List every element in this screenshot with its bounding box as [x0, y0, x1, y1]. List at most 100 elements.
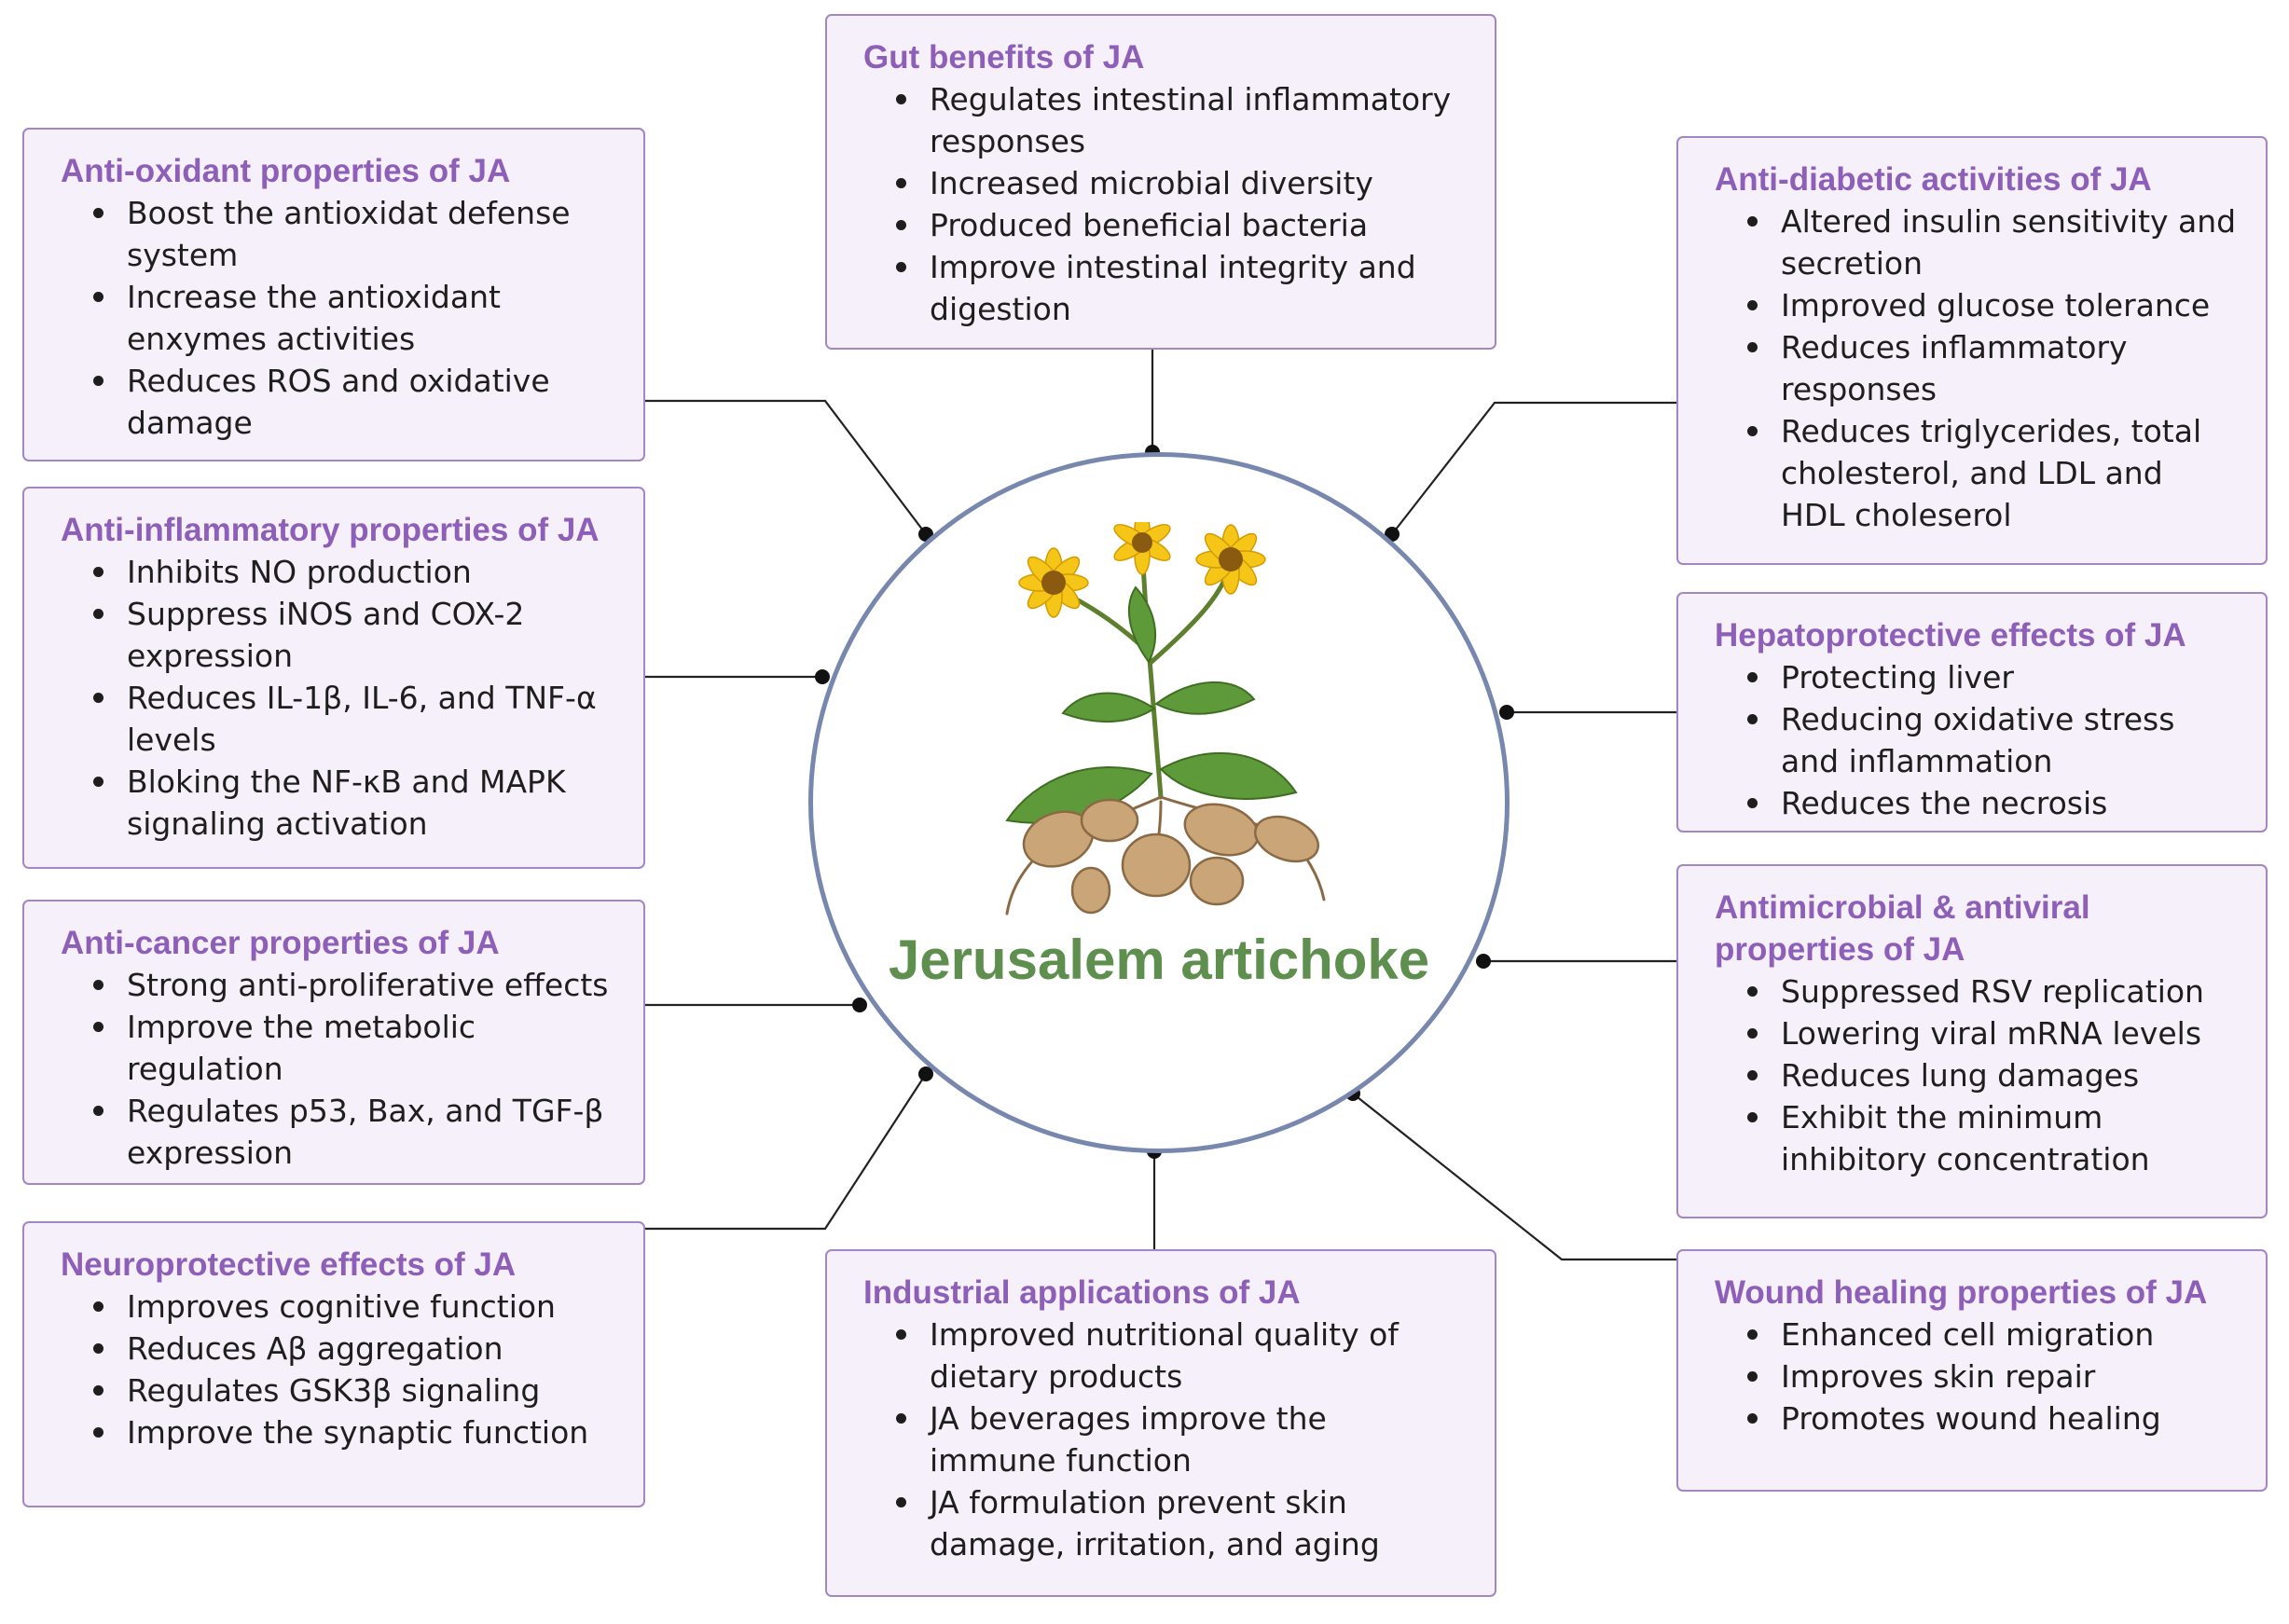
- bullet-item: Enhanced cell migration: [1747, 1314, 2247, 1356]
- connector-dot: [815, 669, 830, 684]
- bullet-line: Improved nutritional quality of: [930, 1316, 1399, 1353]
- connector-dot: [1476, 954, 1491, 969]
- connector-dot: [918, 1067, 933, 1081]
- bullet-line: digestion: [930, 291, 1071, 327]
- neuroprotective-box: Neuroprotective effects of JA Improves co…: [22, 1221, 645, 1507]
- bullet-line: Regulates intestinal inflammatory: [930, 81, 1452, 117]
- bullet-line: Improved glucose tolerance: [1781, 287, 2211, 323]
- bullet-item: Protecting liver: [1747, 656, 2247, 698]
- box-title: Wound healing properties of JA: [1715, 1274, 2208, 1311]
- connector-neuro: [645, 1073, 927, 1231]
- center-label: Jerusalem artichoke: [888, 929, 1430, 991]
- bullet-line: Improve the metabolic: [127, 1009, 476, 1045]
- connector-dot: [1499, 705, 1514, 720]
- bullet-line: signaling activation: [127, 805, 428, 842]
- bullet-line: responses: [1781, 371, 1937, 407]
- connector-antidiabetic: [1391, 401, 1676, 535]
- bullet-item: Exhibit the minimum inhibitory concentrat…: [1747, 1096, 2247, 1180]
- bullet-line: Reduces ROS and oxidative: [127, 363, 550, 399]
- bullet-item: JA beverages improve the immune function: [896, 1397, 1476, 1481]
- bullet-item: JA formulation prevent skin damage, irrit…: [896, 1481, 1476, 1565]
- bullet-line: Reduces the necrosis: [1781, 785, 2108, 821]
- bullet-line: regulation: [127, 1051, 283, 1087]
- bullet-line: Improves skin repair: [1781, 1358, 2096, 1395]
- bullet-line: Lowering viral mRNA levels: [1781, 1015, 2202, 1052]
- bullet-line: Reduces IL-1β, IL-6, and TNF-α: [127, 680, 597, 716]
- bullet-item: Lowering viral mRNA levels: [1747, 1012, 2247, 1054]
- bullet-item: Improved glucose tolerance: [1747, 284, 2247, 326]
- bullet-line: Improve intestinal integrity and: [930, 249, 1416, 285]
- bullet-line: and inflammation: [1781, 743, 2053, 779]
- sunflower-icon: [1113, 522, 1171, 575]
- bullet-line: Reduces triglycerides, total: [1781, 413, 2202, 449]
- bullet-line: Enhanced cell migration: [1781, 1316, 2155, 1353]
- bullet-line: Increase the antioxidant: [127, 279, 501, 315]
- bullet-item: Reduces the necrosis: [1747, 782, 2247, 824]
- bullet-line: damage, irritation, and aging: [930, 1526, 1380, 1562]
- bullet-line: enxymes activities: [127, 321, 416, 357]
- box-title: Anti-cancer properties of JA: [61, 925, 500, 961]
- bullet-item: Improved nutritional quality of dietary p…: [896, 1314, 1476, 1397]
- box-title: Neuroprotective effects of JA: [61, 1246, 517, 1283]
- bullet-line: damage: [127, 405, 253, 441]
- box-title: Industrial applications of JA: [863, 1274, 1301, 1311]
- bullet-item: Reduces ROS and oxidative damage: [93, 360, 625, 444]
- bullet-item: Improves cognitive function: [93, 1286, 625, 1328]
- bullet-line: secretion: [1781, 245, 1923, 282]
- bullet-line: Altered insulin sensitivity and: [1781, 203, 2237, 240]
- bullet-item: Improve the synaptic function: [93, 1411, 625, 1453]
- bullet-item: Increase the antioxidant enxymes activiti…: [93, 276, 625, 360]
- box-title: Anti-diabetic activities of JA: [1715, 161, 2152, 198]
- box-title: Anti-inflammatory properties of JA: [61, 512, 600, 548]
- bullet-line: dietary products: [930, 1358, 1183, 1395]
- bullet-item: Reduces Aβ aggregation: [93, 1328, 625, 1369]
- bullet-line: JA formulation prevent skin: [930, 1484, 1347, 1521]
- sunflower-icon: [1018, 547, 1089, 618]
- bullet-item: Strong anti-proliferative effects: [93, 964, 625, 1006]
- bullet-line: Exhibit the minimum: [1781, 1099, 2103, 1135]
- bullet-line: Bloking the NF-κB and MAPK: [127, 764, 566, 800]
- bullet-line: Reduces lung damages: [1781, 1057, 2140, 1094]
- tuber-icon: [1022, 798, 1319, 915]
- bullet-list: Altered insulin sensitivity and secretion…: [1715, 200, 2247, 536]
- jerusalem-artichoke-plant-illustration: [1005, 522, 1326, 915]
- bullet-line: Inhibits NO production: [127, 554, 472, 590]
- bullet-line: JA beverages improve the: [930, 1400, 1327, 1437]
- bullet-line: inhibitory concentration: [1781, 1141, 2150, 1177]
- bullet-line: Reduces Aβ aggregation: [127, 1330, 503, 1367]
- bullet-line: Produced beneficial bacteria: [930, 207, 1369, 243]
- bullet-line: HDL choleserol: [1781, 497, 2012, 533]
- bullet-line: Increased microbial diversity: [930, 165, 1373, 201]
- bullet-line: Strong anti-proliferative effects: [127, 967, 609, 1003]
- box-title: Gut benefits of JA: [863, 39, 1145, 76]
- bullet-line: expression: [127, 638, 294, 674]
- bullet-item: Improve intestinal integrity and digestio…: [896, 246, 1476, 330]
- bullet-line: Boost the antioxidat defense: [127, 195, 571, 231]
- bullet-item: Produced beneficial bacteria: [896, 204, 1476, 246]
- bullet-line: Improves cognitive function: [127, 1288, 556, 1325]
- bullet-item: Altered insulin sensitivity and secretion: [1747, 200, 2247, 284]
- bullet-line: immune function: [930, 1442, 1192, 1479]
- bullet-item: Increased microbial diversity: [896, 162, 1476, 204]
- bullet-item: Improves skin repair: [1747, 1356, 2247, 1397]
